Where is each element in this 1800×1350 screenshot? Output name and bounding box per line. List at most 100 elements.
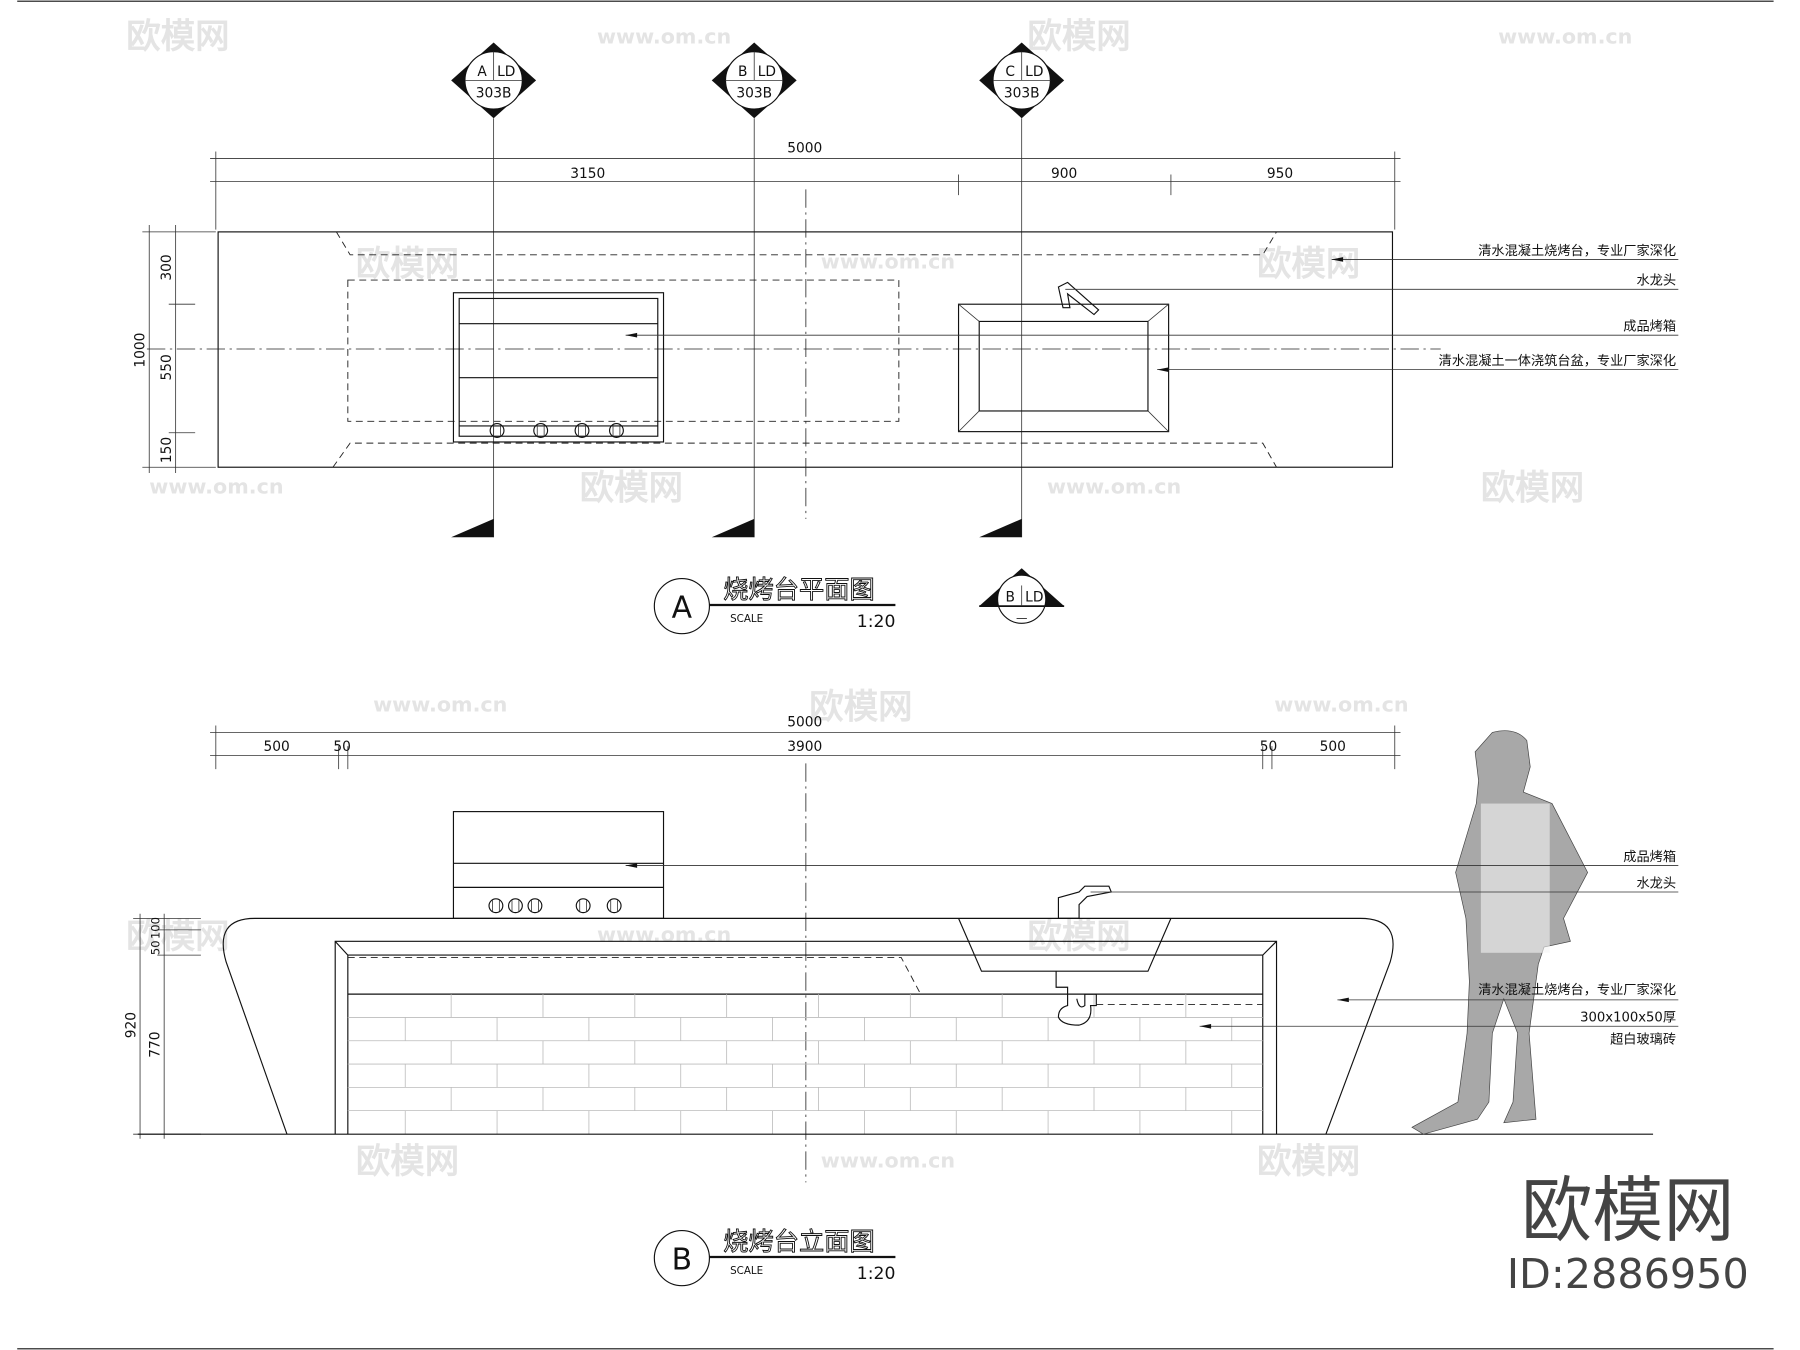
elevation-dimensions-top: 5000 500 50 3900 50 500 <box>210 715 1401 770</box>
section-ref-marker-b[interactable]: B LD — <box>979 568 1065 625</box>
dim-segment: 50 <box>333 739 351 755</box>
section-letter: A <box>477 64 487 80</box>
grill-knob-icon <box>533 423 549 438</box>
watermark-brand: 欧模网 <box>126 17 229 57</box>
label-glass-brick: 超白玻璃砖 <box>1610 1031 1676 1047</box>
watermark-site: www.om.cn <box>821 250 955 274</box>
watermark-brand: 欧模网 <box>580 468 683 508</box>
dim-segment: 100 <box>149 917 163 939</box>
dim-segment: 770 <box>148 1032 164 1058</box>
watermark-brand: 欧模网 <box>356 245 459 285</box>
watermark-brand: 欧模网 <box>356 1142 459 1182</box>
dim-segment: 3900 <box>787 739 822 755</box>
person-mosaic <box>1480 803 1550 953</box>
counter-outline-elevation <box>222 917 1394 1135</box>
watermarks: 欧模网 www.om.cn 欧模网 www.om.cn 欧模网 www.om.c… <box>126 17 1632 1182</box>
grill-knob-icon <box>574 423 590 438</box>
grill-knob-icon <box>606 898 622 914</box>
watermark-brand: 欧模网 <box>126 917 229 957</box>
watermark-brand: 欧模网 <box>1481 468 1584 508</box>
section-letter: B <box>738 64 747 80</box>
dim-segment: 300 <box>159 254 175 280</box>
label-grill: 成品烤箱 <box>1623 319 1676 335</box>
dim-overall: 5000 <box>787 715 822 731</box>
plan-leaders: 清水混凝土烧烤台，专业厂家深化 水龙头 成品烤箱 清水混凝土一体浇筑台盆，专业厂… <box>625 242 1679 372</box>
elevation-title-block: B 烧烤台立面图 SCALE 1:20 <box>653 1227 896 1287</box>
watermark-site: www.om.cn <box>597 922 731 946</box>
counter-base-hidden-line <box>332 231 1277 468</box>
dim-segment: 50 <box>1260 739 1278 755</box>
grill-plan <box>452 292 665 443</box>
scale-value: 1:20 <box>857 612 896 632</box>
watermark-site: www.om.cn <box>149 475 283 499</box>
section-letter: C <box>1005 64 1015 80</box>
label-grill: 成品烤箱 <box>1623 849 1676 865</box>
faucet-icon <box>1057 885 1113 919</box>
section-marker-b[interactable]: B LD 303B <box>711 42 797 119</box>
dim-overall: 5000 <box>787 141 822 157</box>
watermark-site: www.om.cn <box>1274 693 1408 717</box>
watermark-site: www.om.cn <box>821 1148 955 1172</box>
label-concrete-bbq: 清水混凝土烧烤台，专业厂家深化 <box>1478 981 1676 998</box>
section-code: LD <box>1025 64 1043 80</box>
brand-watermark: 欧模网 ID:2886950 <box>1507 1169 1749 1298</box>
scale-label: SCALE <box>730 613 763 625</box>
elevation-leaders: 成品烤箱 水龙头 清水混凝土烧烤台，专业厂家深化 300x100x50厚 超白玻… <box>625 849 1679 1047</box>
watermark-brand: 欧模网 <box>1027 17 1130 57</box>
section-sheet: 303B <box>736 86 772 102</box>
section-marker-a[interactable]: A LD 303B <box>451 42 537 119</box>
watermark-brand: 欧模网 <box>1257 1142 1360 1182</box>
watermark-site: www.om.cn <box>597 25 731 49</box>
grill-knob-icon <box>489 423 505 438</box>
ref-code: LD <box>1025 590 1043 606</box>
plan-view: A LD 303B B LD 303B C LD 303B <box>133 42 1679 635</box>
pipe-trap-icon <box>1055 971 1097 1026</box>
sink-elevation <box>958 885 1263 1026</box>
dim-segment: 500 <box>1320 739 1346 755</box>
watermark-site: www.om.cn <box>1047 475 1181 499</box>
watermark-brand: 欧模网 <box>1027 917 1130 957</box>
label-concrete-basin: 清水混凝土一体浇筑台盆，专业厂家深化 <box>1439 352 1676 369</box>
grill-cutout-hidden <box>347 956 922 995</box>
label-concrete-bbq: 清水混凝土烧烤台，专业厂家深化 <box>1478 242 1676 259</box>
grill-knob-icon <box>527 898 543 914</box>
label-brick-size: 300x100x50厚 <box>1580 1011 1676 1026</box>
plan-dimensions-left: 1000 300 550 150 <box>133 225 216 473</box>
brand-logo-text: 欧模网 <box>1521 1169 1734 1252</box>
scale-label: SCALE <box>730 1265 763 1277</box>
counter-outline-plan <box>217 231 1394 468</box>
dim-segment: 50 <box>149 941 163 956</box>
dim-segment: 950 <box>1267 166 1293 182</box>
grill-knob-icon <box>488 898 504 914</box>
grill-cutout-hidden <box>347 279 900 422</box>
elevation-view: 5000 500 50 3900 50 500 920 50 100 770 <box>123 715 1679 1287</box>
sink-plan <box>957 281 1170 433</box>
label-faucet: 水龙头 <box>1636 875 1676 891</box>
watermark-site: www.om.cn <box>373 693 507 717</box>
elevation-title: 烧烤台立面图 <box>723 1227 875 1256</box>
watermark-site: www.om.cn <box>1498 25 1632 49</box>
dim-segment: 900 <box>1051 166 1077 182</box>
dim-segment: 500 <box>264 739 290 755</box>
grill-elevation <box>452 811 665 919</box>
watermark-brand: 欧模网 <box>1257 245 1360 285</box>
plan-title-block: A 烧烤台平面图 SCALE 1:20 <box>653 575 896 635</box>
plan-dimensions-top: 5000 3150 900 950 <box>210 141 1401 230</box>
dim-overall: 1000 <box>133 333 149 368</box>
watermark-brand: 欧模网 <box>809 688 912 728</box>
grill-knob-icon <box>507 898 523 914</box>
section-marker-c[interactable]: C LD 303B <box>979 42 1065 119</box>
ref-letter: B <box>1005 590 1014 606</box>
dim-segment: 550 <box>159 354 175 380</box>
section-sheet: 303B <box>1004 86 1040 102</box>
faucet-icon <box>1057 281 1100 316</box>
section-sheet: 303B <box>476 86 512 102</box>
label-faucet: 水龙头 <box>1636 273 1676 289</box>
ref-sheet: — <box>1016 611 1027 625</box>
scale-value: 1:20 <box>857 1264 896 1284</box>
section-code: LD <box>497 64 515 80</box>
counter-frame <box>334 940 1278 1135</box>
grill-knob-icon <box>575 898 591 914</box>
grill-knob-icon <box>608 423 624 438</box>
